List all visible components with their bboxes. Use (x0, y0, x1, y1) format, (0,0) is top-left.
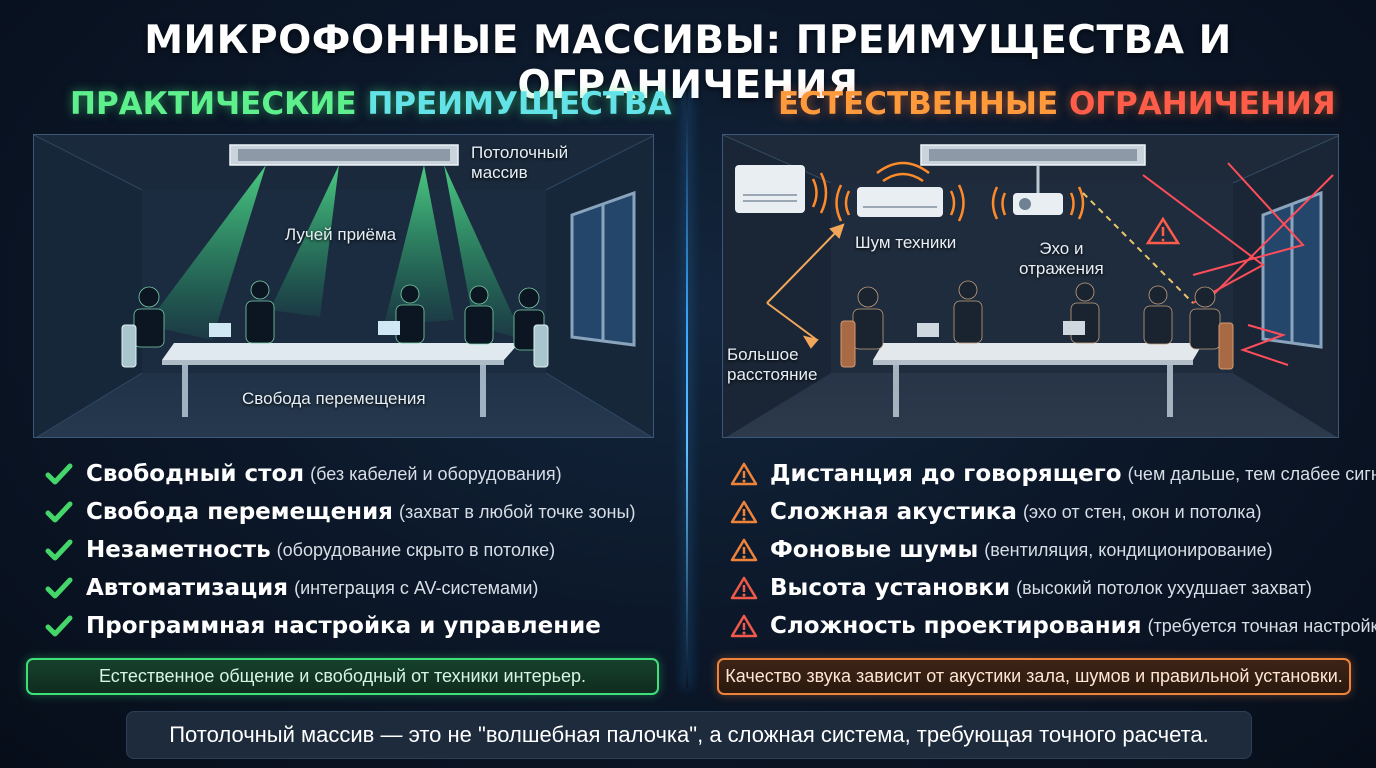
beams-label: Лучей приёма (285, 225, 397, 244)
check-icon (45, 463, 73, 485)
distance-label: Большое расстояние (727, 345, 818, 384)
noise-label: Шум техники (855, 233, 957, 252)
item-title: Незаметность (86, 537, 271, 563)
item-note: (чем дальше, тем слабее сигнал) (1127, 463, 1376, 484)
warning-icon (730, 538, 758, 562)
limitations-heading-word2: ОГРАНИЧЕНИЯ (1068, 86, 1336, 122)
item-title: Программная настройка и управление (86, 613, 601, 639)
item-title: Сложная акустика (770, 499, 1017, 525)
limitations-heading: ЕСТЕСТВЕННЫЕ ОГРАНИЧЕНИЯ (778, 86, 1336, 122)
item-note: (требуется точная настройка) (1147, 615, 1376, 636)
item-note: (высокий потолок ухудшает захват) (1016, 577, 1312, 598)
item-title: Автоматизация (86, 575, 289, 601)
warning-icon (730, 462, 758, 486)
list-item: Свобода перемещения(захват в любой точке… (44, 493, 635, 531)
list-item: Автоматизация(интеграция с AV-системами) (44, 569, 635, 607)
advantages-heading-word2: ПРЕИМУЩЕСТВА (367, 86, 672, 122)
ceiling-array-label: Потолочный массив (471, 143, 569, 182)
footer-conclusion: Потолочный массив — это не "волшебная па… (126, 711, 1252, 759)
limitations-heading-word1: ЕСТЕСТВЕННЫЕ (778, 86, 1059, 122)
advantages-summary-banner: Естественное общение и свободный от техн… (26, 658, 659, 695)
warning-triangle-icon (1145, 216, 1181, 245)
echo-label: Эхо и отражения (1019, 239, 1104, 278)
check-icon (45, 577, 73, 599)
list-item: Сложность проектирования(требуется точна… (730, 607, 1376, 645)
item-note: (вентиляция, кондиционирование) (984, 539, 1273, 560)
list-item: Высота установки(высокий потолок ухудшае… (730, 569, 1376, 607)
item-title: Высота установки (770, 575, 1011, 601)
item-note: (интеграция с AV-системами) (294, 577, 539, 598)
check-icon (45, 615, 73, 637)
list-item: Незаметность(оборудование скрыто в потол… (44, 531, 635, 569)
check-icon (45, 501, 73, 523)
list-item: Дистанция до говорящего(чем дальше, тем … (730, 455, 1376, 493)
list-item: Программная настройка и управление (44, 607, 635, 645)
limitations-summary-banner: Качество звука зависит от акустики зала,… (717, 658, 1351, 695)
list-item: Фоновые шумы(вентиляция, кондиционирован… (730, 531, 1376, 569)
item-note: (эхо от стен, окон и потолка) (1022, 501, 1262, 522)
conference-room-noise-illustration (723, 135, 1338, 437)
limitations-illustration: Шум техники Эхо и отражения Большое расс… (722, 134, 1339, 438)
warning-icon (730, 500, 758, 524)
list-item: Сложная акустика(эхо от стен, окон и пот… (730, 493, 1376, 531)
page-title: МИКРОФОННЫЕ МАССИВЫ: ПРЕИМУЩЕСТВА И ОГРА… (144, 18, 1232, 108)
air-conditioner-icon (735, 165, 805, 213)
conference-room-beams-illustration (34, 135, 653, 437)
advantages-heading: ПРАКТИЧЕСКИЕ ПРЕИМУЩЕСТВА (70, 86, 672, 122)
item-note: (захват в любой точке зоны) (398, 501, 636, 522)
list-item: Свободный стол(без кабелей и оборудовани… (44, 455, 635, 493)
item-title: Сложность проектирования (770, 613, 1142, 639)
item-title: Дистанция до говорящего (770, 461, 1122, 487)
item-note: (оборудование скрыто в потолке) (276, 539, 556, 560)
movement-label: Свобода перемещения (242, 389, 426, 408)
warning-icon (730, 576, 758, 600)
item-title: Свободный стол (86, 461, 305, 487)
advantages-list: Свободный стол(без кабелей и оборудовани… (44, 455, 635, 645)
item-title: Свобода перемещения (86, 499, 393, 525)
center-divider (686, 88, 688, 688)
advantages-illustration: Потолочный массив Лучей приёма Свобода п… (33, 134, 654, 438)
limitations-list: Дистанция до говорящего(чем дальше, тем … (730, 455, 1376, 645)
advantages-heading-word1: ПРАКТИЧЕСКИЕ (70, 86, 357, 122)
check-icon (45, 539, 73, 561)
item-note: (без кабелей и оборудования) (310, 463, 562, 484)
item-title: Фоновые шумы (770, 537, 979, 563)
warning-icon (730, 614, 758, 638)
